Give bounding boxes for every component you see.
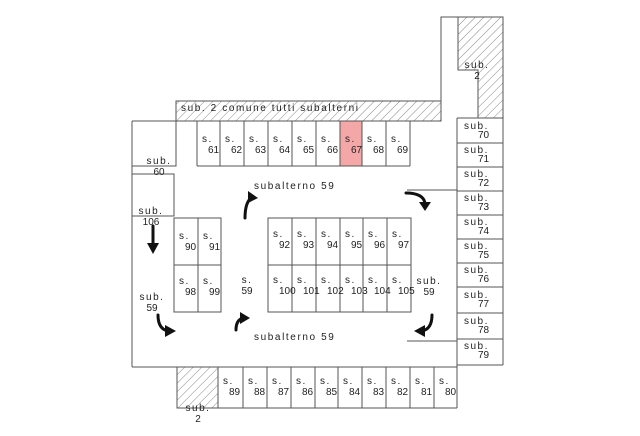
top-row-space-label: s.65 (297, 134, 315, 156)
right-column-walls (457, 142, 503, 340)
bottom-row-space-label: s.82 (391, 376, 409, 398)
center-bottom-space-label: s.103 (345, 275, 368, 297)
center-block-walls (267, 217, 412, 313)
center-top-space-label: s.92 (273, 229, 291, 251)
bottom-row-space-label: s.86 (296, 376, 314, 398)
corner-area-bottom-left (176, 366, 219, 409)
bottom-row-space-label: s.85 (320, 376, 338, 398)
right-column-space-label: sub.75 (464, 241, 490, 261)
sub-106-label: sub.106 (138, 206, 164, 228)
center-top-space-label: s.96 (368, 229, 386, 251)
corner-bottom-left-label: sub.2 (185, 403, 211, 425)
curved-arrow-down-left-icon (414, 313, 434, 337)
bottom-row-space-label: s.83 (367, 376, 385, 398)
floor-plan (131, 16, 504, 409)
center-bottom-space-label: s.105 (392, 275, 415, 297)
bottom-row-space-label: s.88 (248, 376, 266, 398)
curved-arrow-down-right-icon (156, 313, 176, 337)
bottom-row-space-label: s.84 (343, 376, 361, 398)
common-area-label: sub. 2 comune tutti subalterni (181, 103, 360, 114)
left-island-space-label: s.99 (203, 276, 221, 298)
highlighted-space-67[interactable] (339, 120, 363, 167)
bottom-row-space-label: s.89 (223, 376, 241, 398)
right-column-space-label: sub.71 (464, 145, 490, 165)
corridor-top-label: subalterno 59 (254, 181, 336, 192)
center-bottom-space-label: s.102 (321, 275, 344, 297)
bottom-row-walls (217, 366, 457, 408)
center-top-space-label: s.97 (392, 229, 410, 251)
bottom-row-space-label: s.81 (415, 376, 433, 398)
sub-60-label: sub.60 (146, 156, 172, 178)
bottom-row-space-label: s.80 (439, 376, 457, 398)
center-top-space-label: s.95 (345, 229, 363, 251)
top-row-space-label: s.61 (202, 134, 220, 156)
right-column-space-label: sub.78 (464, 316, 490, 336)
top-row-space-label: s.67 (345, 134, 363, 156)
center-bottom-space-label: s.101 (297, 275, 320, 297)
curved-arrow-up-right-icon (243, 191, 258, 220)
traffic-arrows (147, 191, 434, 337)
top-row-space-label: s.69 (391, 134, 409, 156)
outer-walls (131, 16, 504, 409)
corridor-bottom-label: subalterno 59 (254, 332, 336, 343)
center-top-space-label: s.93 (297, 229, 315, 251)
corner-top-right-label: sub.2 (464, 60, 490, 82)
right-column-space-label: sub.70 (464, 121, 490, 141)
top-row-space-label: s.62 (225, 134, 243, 156)
right-corridor-label: sub.59 (416, 276, 442, 298)
left-corridor-label: sub.59 (139, 292, 165, 314)
left-island-space-label: s.98 (179, 276, 197, 298)
center-bottom-space-label: s.104 (368, 275, 391, 297)
left-island-space-label: s.91 (203, 231, 221, 253)
left-island-walls (173, 217, 222, 313)
right-column-space-label: sub.77 (464, 290, 490, 310)
center-bottom-space-label: s.100 (273, 275, 296, 297)
top-row-space-label: s.63 (249, 134, 267, 156)
center-top-space-label: s.94 (321, 229, 339, 251)
left-island-space-label: s.90 (179, 231, 197, 253)
top-row-space-label: s.66 (321, 134, 339, 156)
right-corridor-walls (407, 189, 457, 342)
right-column-space-label: sub.79 (464, 341, 490, 361)
curved-arrow-down-right-icon (404, 191, 431, 211)
curved-arrow-up-right-icon (234, 312, 250, 332)
top-row-space-label: s.64 (273, 134, 291, 156)
top-row-space-label: s.68 (367, 134, 385, 156)
right-column-space-label: sub.74 (464, 217, 490, 237)
sub-106-walls (132, 173, 175, 217)
right-column-space-label: sub.73 (464, 193, 490, 213)
right-column-space-label: sub.76 (464, 265, 490, 285)
inner-left-corridor-label: s.59 (241, 275, 253, 297)
bottom-row-space-label: s.87 (272, 376, 290, 398)
straight-arrow-down-icon (147, 224, 159, 254)
right-column-space-label: sub.72 (464, 169, 490, 189)
